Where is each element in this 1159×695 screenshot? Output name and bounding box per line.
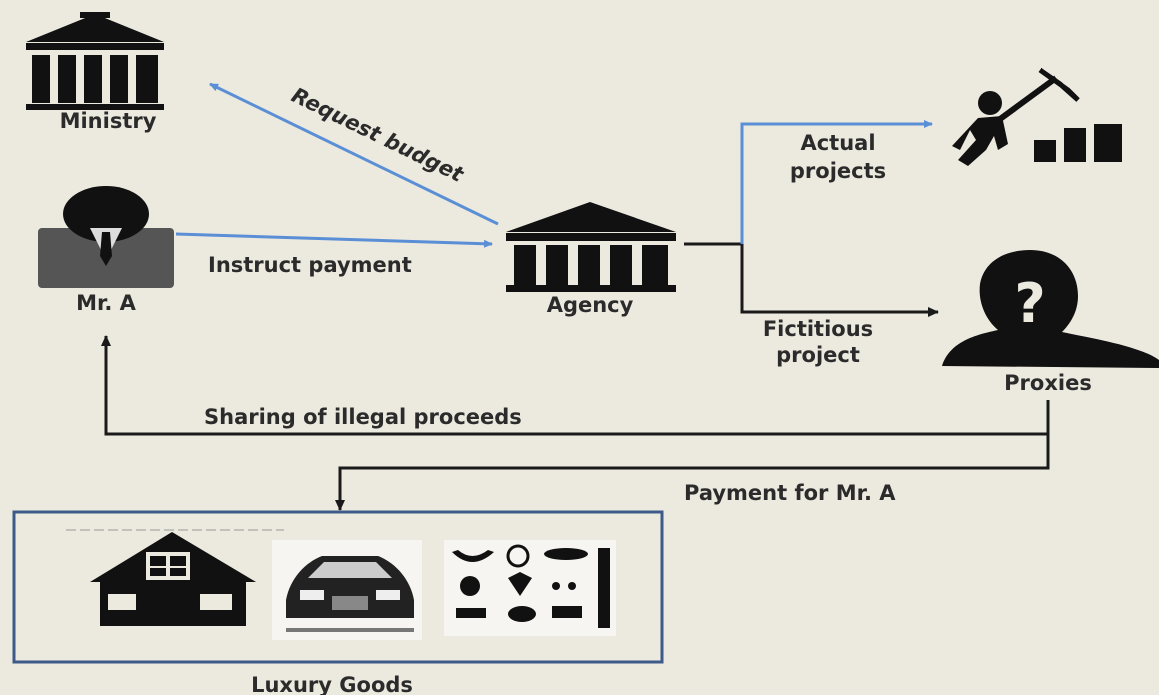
ministry-label: Ministry — [60, 109, 157, 133]
mr-a-label: Mr. A — [76, 291, 137, 315]
sharing-proceeds-arrow — [101, 335, 1050, 436]
payment-for-mr-a-label: Payment for Mr. A — [684, 481, 896, 505]
worker-icon — [952, 67, 1122, 166]
instruct-payment-label: Instruct payment — [208, 253, 412, 277]
proxies-unknown-person-icon: ? — [942, 250, 1159, 368]
car-icon — [272, 540, 422, 640]
actual-projects-label-line2: projects — [790, 159, 886, 183]
fictitious-project-arrow — [740, 244, 939, 317]
actual-projects-label-line1: Actual — [800, 131, 875, 155]
actual-projects-arrow — [740, 120, 933, 244]
svg-text:?: ? — [1014, 272, 1045, 335]
request-budget-arrow — [209, 82, 499, 226]
luxury-goods-box — [12, 510, 664, 664]
agency-label: Agency — [547, 293, 634, 317]
ministry-building-icon — [26, 12, 164, 110]
sharing-proceeds-label: Sharing of illegal proceeds — [204, 405, 522, 429]
mr-a-person-icon — [38, 186, 174, 288]
jewelry-icon — [444, 540, 616, 636]
instruct-payment-arrow — [175, 232, 493, 248]
fictitious-project-label-line1: Fictitious — [763, 317, 873, 341]
house-icon — [90, 532, 256, 626]
luxury-goods-label: Luxury Goods — [251, 673, 413, 695]
fictitious-project-label-line2: project — [776, 343, 860, 367]
agency-building-icon — [506, 202, 676, 292]
proxies-label: Proxies — [1004, 371, 1092, 395]
payment-for-mr-a-arrow — [335, 434, 1050, 511]
